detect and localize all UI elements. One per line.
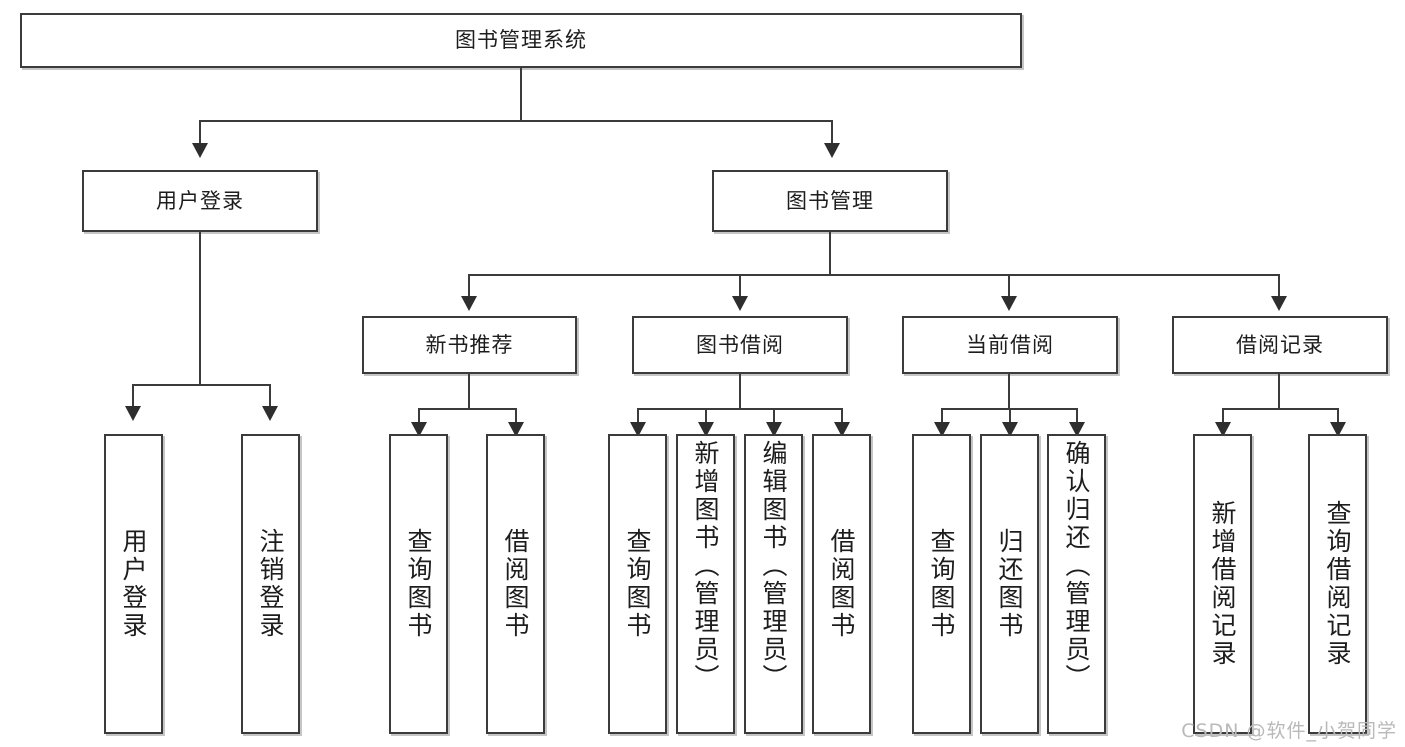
arrowhead-current-borrow — [1001, 296, 1017, 311]
node-new-book-rec-label: 新书推荐 — [425, 332, 514, 357]
arrowhead-br-leaf2 — [1330, 422, 1346, 437]
arrowhead-book-manage — [824, 143, 840, 158]
node-leaf-add-record[interactable]: 新增借阅记录 — [1193, 434, 1252, 734]
arrowhead-cb-leaf1 — [934, 422, 950, 437]
node-leaf-query-record-label: 查询借阅记录 — [1323, 500, 1352, 668]
node-leaf-borrow-book-1-label: 借阅图书 — [501, 528, 530, 640]
node-leaf-add-book-label: 新增图书（管理员） — [691, 440, 720, 692]
node-leaf-return-book[interactable]: 归还图书 — [980, 434, 1039, 734]
connector-book-manage-bus — [468, 274, 1280, 276]
node-user-login[interactable]: 用户登录 — [82, 170, 318, 232]
connector-root-to-user-login — [199, 120, 201, 145]
node-leaf-confirm-return-label: 确认归还（管理员） — [1062, 440, 1091, 692]
connector-br-to-leaf1 — [1222, 408, 1224, 424]
node-leaf-query-book-1-label: 查询图书 — [404, 528, 433, 640]
connector-cb-to-leaf2 — [1009, 408, 1011, 424]
node-leaf-confirm-return[interactable]: 确认归还（管理员） — [1047, 434, 1106, 734]
arrowhead-bb-leaf1 — [630, 422, 646, 437]
connector-root-stem — [520, 68, 522, 120]
node-leaf-query-book-1[interactable]: 查询图书 — [389, 434, 448, 734]
node-borrow-record[interactable]: 借阅记录 — [1172, 316, 1388, 374]
arrowhead-br-leaf1 — [1215, 422, 1231, 437]
connector-nbr-to-leaf1 — [418, 408, 420, 424]
node-borrow-record-label: 借阅记录 — [1236, 332, 1324, 357]
connector-bm-to-book-borrow — [739, 274, 741, 298]
connector-user-login-bus — [132, 384, 269, 386]
node-book-manage[interactable]: 图书管理 — [712, 170, 948, 232]
connector-root-to-book-manage — [831, 120, 833, 145]
node-leaf-query-book-3[interactable]: 查询图书 — [912, 434, 971, 734]
connector-nbr-to-leaf2 — [515, 408, 517, 424]
arrowhead-bb-leaf3 — [766, 422, 782, 437]
connector-cb-to-leaf3 — [1076, 408, 1078, 424]
connector-user-login-to-leaf1 — [132, 384, 134, 408]
node-user-login-label: 用户登录 — [156, 188, 244, 213]
node-root[interactable]: 图书管理系统 — [20, 13, 1022, 68]
connector-user-login-to-leaf2 — [269, 384, 271, 408]
node-leaf-user-login[interactable]: 用户登录 — [104, 434, 163, 734]
node-leaf-query-book-2[interactable]: 查询图书 — [608, 434, 667, 734]
connector-book-manage-stem — [829, 232, 831, 274]
node-leaf-add-record-label: 新增借阅记录 — [1208, 500, 1237, 668]
connector-cb-to-leaf1 — [941, 408, 943, 424]
connector-bb-to-leaf1 — [637, 408, 639, 424]
connector-nbr-stem — [468, 374, 470, 408]
connector-cb-stem — [1008, 374, 1010, 408]
connector-bm-to-current-borrow — [1008, 274, 1010, 298]
node-leaf-borrow-book-2-label: 借阅图书 — [827, 528, 856, 640]
connector-bb-to-leaf3 — [773, 408, 775, 424]
connector-bb-to-leaf2 — [705, 408, 707, 424]
node-leaf-query-book-3-label: 查询图书 — [927, 528, 956, 640]
node-new-book-rec[interactable]: 新书推荐 — [362, 316, 577, 374]
connector-bb-stem — [739, 374, 741, 408]
connector-bm-to-borrow-record — [1278, 274, 1280, 298]
node-leaf-borrow-book-1[interactable]: 借阅图书 — [486, 434, 545, 734]
arrowhead-book-borrow — [732, 296, 748, 311]
arrowhead-cb-leaf2 — [1002, 422, 1018, 437]
node-leaf-user-login-label: 用户登录 — [119, 528, 148, 640]
node-book-borrow-label: 图书借阅 — [696, 332, 784, 357]
node-leaf-borrow-book-2[interactable]: 借阅图书 — [812, 434, 871, 734]
arrowhead-leaf-user-login — [125, 406, 141, 421]
connector-nbr-bus — [418, 408, 517, 410]
node-book-manage-label: 图书管理 — [786, 188, 874, 213]
arrowhead-leaf-logout — [262, 406, 278, 421]
arrowhead-cb-leaf3 — [1069, 422, 1085, 437]
node-root-label: 图书管理系统 — [455, 28, 587, 53]
connector-root-bus — [199, 120, 833, 122]
node-leaf-logout[interactable]: 注销登录 — [241, 434, 300, 734]
connector-br-stem — [1278, 374, 1280, 408]
node-leaf-edit-book[interactable]: 编辑图书（管理员） — [744, 434, 803, 734]
node-current-borrow-label: 当前借阅 — [966, 332, 1054, 357]
node-leaf-return-book-label: 归还图书 — [995, 528, 1024, 640]
connector-bb-to-leaf4 — [841, 408, 843, 424]
connector-br-to-leaf2 — [1337, 408, 1339, 424]
connector-bm-to-new-book-rec — [468, 274, 470, 298]
arrowhead-new-book-rec — [461, 296, 477, 311]
node-leaf-query-record[interactable]: 查询借阅记录 — [1308, 434, 1367, 734]
node-leaf-logout-label: 注销登录 — [256, 528, 285, 640]
node-leaf-edit-book-label: 编辑图书（管理员） — [759, 440, 788, 692]
connector-user-login-stem — [199, 232, 201, 384]
connector-bb-bus — [637, 408, 843, 410]
arrowhead-bb-leaf2 — [698, 422, 714, 437]
arrowhead-nbr-leaf2 — [508, 422, 524, 437]
node-current-borrow[interactable]: 当前借阅 — [902, 316, 1118, 374]
arrowhead-bb-leaf4 — [834, 422, 850, 437]
connector-br-bus — [1222, 408, 1339, 410]
node-leaf-add-book[interactable]: 新增图书（管理员） — [676, 434, 735, 734]
arrowhead-borrow-record — [1271, 296, 1287, 311]
node-leaf-query-book-2-label: 查询图书 — [623, 528, 652, 640]
arrowhead-user-login — [192, 143, 208, 158]
node-book-borrow[interactable]: 图书借阅 — [632, 316, 848, 374]
arrowhead-nbr-leaf1 — [411, 422, 427, 437]
